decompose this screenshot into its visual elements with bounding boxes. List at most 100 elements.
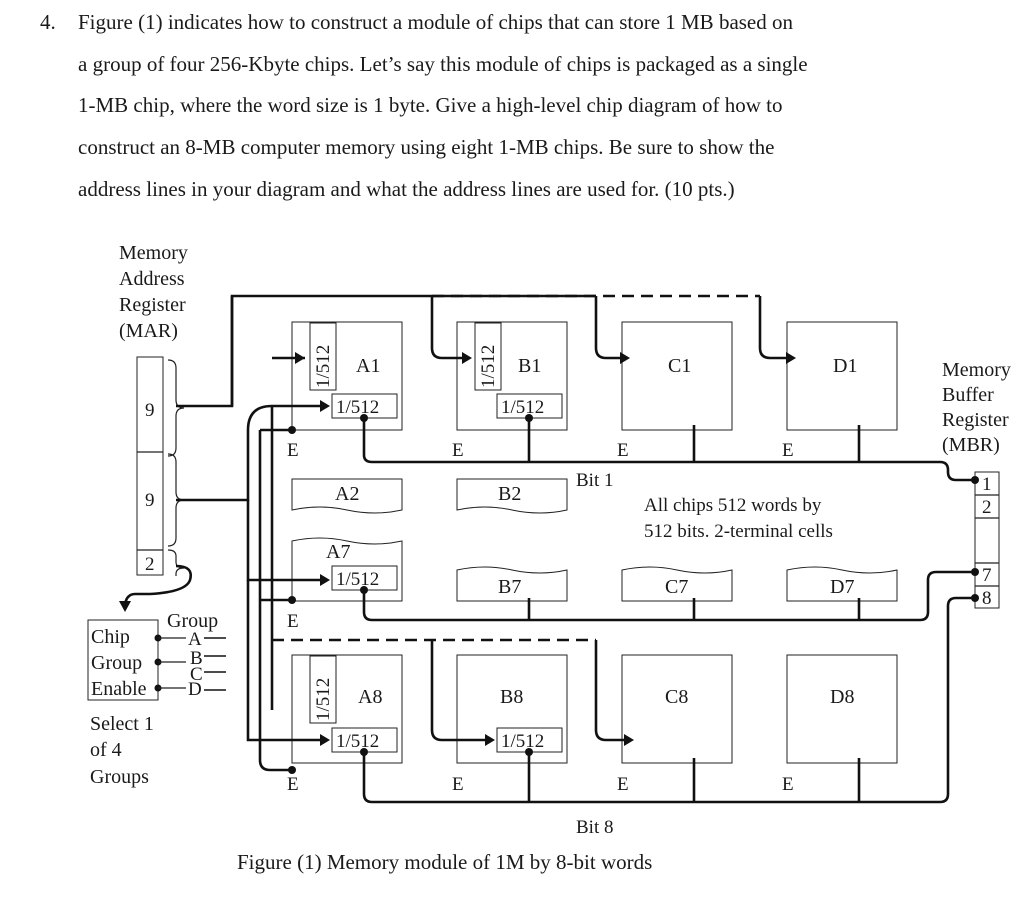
svg-text:Address: Address: [119, 268, 185, 290]
svg-text:Register: Register: [119, 294, 186, 316]
figure-caption: Figure (1) Memory module of 1M by 8-bit …: [237, 850, 653, 874]
question-line-3: 1-MB chip, where the word size is 1 byte…: [78, 93, 783, 117]
svg-text:C1: C1: [668, 355, 691, 377]
question-number: 4.: [40, 10, 56, 34]
svg-text:B7: B7: [498, 576, 521, 598]
svg-text:1/512: 1/512: [336, 397, 379, 418]
svg-text:E: E: [452, 440, 464, 461]
question-line-4: construct an 8-MB computer memory using …: [78, 135, 775, 159]
question-line-1: Figure (1) indicates how to construct a …: [78, 10, 794, 34]
svg-text:1/512: 1/512: [478, 345, 499, 388]
svg-text:512 bits. 2-terminal cells: 512 bits. 2-terminal cells: [644, 521, 833, 542]
chip-row-7: A7 B7 C7 D7 1/512: [291, 537, 898, 602]
svg-text:Select 1: Select 1: [90, 713, 154, 735]
row-decoder-a8: [309, 655, 337, 724]
enable-labels: E E E E E E E E E: [287, 440, 794, 795]
svg-text:Chip: Chip: [91, 626, 130, 648]
chip-row-2: A2 B2: [291, 478, 568, 514]
svg-text:E: E: [287, 611, 299, 632]
svg-text:Memory: Memory: [119, 242, 188, 264]
bit8-label: Bit 8: [576, 817, 613, 838]
column-address-wires: [176, 400, 330, 746]
chip-a2: [291, 478, 403, 514]
svg-text:B: B: [190, 648, 203, 669]
svg-text:C: C: [190, 664, 203, 685]
mbr-register: 1 2 7 8: [974, 471, 1000, 609]
svg-text:Register: Register: [942, 409, 1009, 431]
svg-text:All chips 512 words by: All chips 512 words by: [644, 495, 822, 516]
bit1-label: Bit 1: [576, 470, 613, 491]
svg-text:E: E: [287, 440, 299, 461]
svg-text:1/512: 1/512: [336, 731, 379, 752]
chip-b2: [456, 478, 568, 514]
row-decoder-a1: [309, 322, 337, 391]
chip-row-8: A8 B8 C8 D8 1/512 1/512 1/512: [291, 654, 898, 764]
chip-d1: [786, 321, 898, 431]
chip-b7: [456, 566, 568, 602]
svg-text:C8: C8: [665, 686, 688, 708]
svg-text:E: E: [617, 774, 629, 795]
svg-text:C7: C7: [665, 576, 688, 598]
bit8-bus: Bit 8: [360, 594, 979, 838]
svg-text:D8: D8: [830, 686, 854, 708]
svg-text:A8: A8: [358, 686, 382, 708]
svg-text:1/512: 1/512: [501, 397, 544, 418]
row-decoder-b1: [474, 322, 502, 391]
mbr-bit-8: 8: [982, 588, 992, 609]
svg-text:A1: A1: [356, 355, 380, 377]
question-line-2: a group of four 256-Kbyte chips. Let’s s…: [78, 52, 808, 76]
mar-field-col: 9: [145, 490, 155, 511]
svg-text:E: E: [287, 774, 299, 795]
svg-text:B1: B1: [518, 355, 541, 377]
svg-text:(MAR): (MAR): [119, 320, 178, 342]
svg-text:B8: B8: [500, 686, 523, 708]
bit7-bus: [360, 568, 979, 622]
mar-register: 9 9 2: [136, 356, 185, 576]
enable-wires: [258, 426, 296, 774]
col-decoder-a8: [331, 727, 398, 753]
svg-text:1/512: 1/512: [501, 731, 544, 752]
svg-text:A7: A7: [326, 541, 350, 563]
chip-group-enable-box: [87, 619, 159, 701]
svg-text:A: A: [188, 629, 202, 650]
col-decoder-b8: [496, 727, 563, 753]
question-line-5: address lines in your diagram and what t…: [78, 177, 735, 201]
chip-d8: [786, 654, 898, 764]
mar-field-row: 9: [145, 400, 155, 421]
col-decoder-a1: [331, 393, 398, 419]
svg-text:Buffer: Buffer: [942, 384, 994, 406]
svg-text:D7: D7: [830, 576, 854, 598]
svg-text:Group: Group: [91, 652, 142, 674]
col-decoder-b1: [496, 393, 563, 419]
chip-c1: [621, 321, 733, 431]
chip-c8: [621, 654, 733, 764]
svg-text:E: E: [452, 774, 464, 795]
chip-c7: [621, 566, 733, 602]
svg-text:E: E: [782, 774, 794, 795]
svg-text:E: E: [782, 440, 794, 461]
svg-text:D: D: [188, 679, 202, 700]
svg-text:(MBR): (MBR): [942, 434, 1000, 456]
mbr-bit-2: 2: [982, 497, 992, 518]
chip-note: All chips 512 words by 512 bits. 2-termi…: [644, 495, 833, 542]
col-decoder-a7: [331, 565, 398, 591]
svg-text:1/512: 1/512: [313, 678, 334, 721]
svg-text:1/512: 1/512: [313, 345, 334, 388]
svg-text:D1: D1: [833, 355, 857, 377]
bit1-bus: Bit 1: [360, 414, 979, 491]
mbr-bit-1: 1: [982, 474, 992, 495]
chip-row-1: A1 B1 C1 D1 1/512 1/512 1/512 1/512: [291, 321, 898, 431]
svg-text:1/512: 1/512: [336, 569, 379, 590]
svg-text:E: E: [617, 440, 629, 461]
group-label: Group: [167, 610, 218, 632]
svg-text:Groups: Groups: [90, 766, 149, 788]
mbr-bit-7: 7: [982, 565, 992, 586]
svg-text:Enable: Enable: [91, 678, 147, 700]
chip-d7: [786, 566, 898, 602]
svg-text:A2: A2: [335, 483, 359, 505]
svg-text:of 4: of 4: [90, 739, 122, 761]
row-address-wires: [176, 294, 796, 746]
svg-text:B2: B2: [498, 483, 521, 505]
mbr-label: Memory Buffer Register (MBR): [942, 359, 1011, 456]
